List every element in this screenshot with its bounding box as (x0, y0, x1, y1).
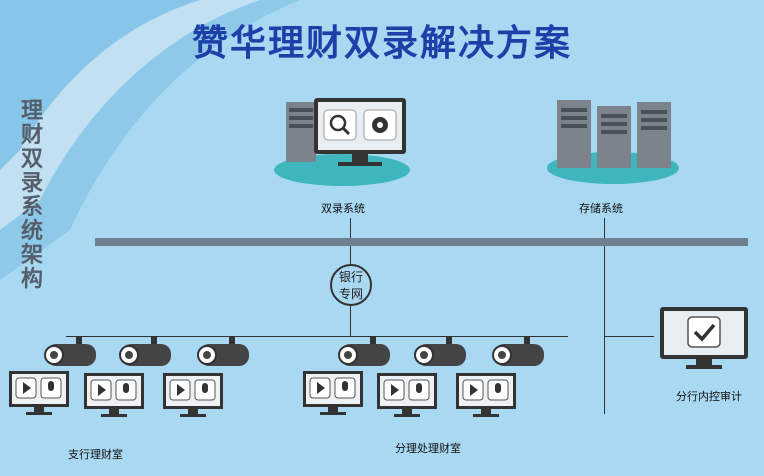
bank-network-label: 银行专网 (338, 270, 363, 301)
monitor-icon (163, 373, 223, 417)
camera-icon (119, 336, 171, 366)
camera-icon (338, 336, 390, 366)
branch-bus (66, 336, 568, 337)
storage-system-icon (547, 100, 679, 184)
record-system-label: 双录系统 (321, 202, 365, 215)
network-bus (95, 238, 748, 246)
monitor-icon (377, 373, 437, 417)
sub-branch-label: 支行理财室 (68, 448, 123, 461)
monitor-icon (84, 373, 144, 417)
record-system-icon (274, 98, 410, 186)
link-bus-audit (604, 246, 605, 414)
side-title: 理财双录系统架构 (20, 99, 43, 292)
audit-monitor-icon (660, 307, 748, 369)
monitor-icon (303, 371, 363, 415)
camera-icon (197, 336, 249, 366)
monitor-icon (456, 373, 516, 417)
page-title: 赞华理财双录解决方案 (191, 23, 572, 64)
bank-network-node: 银行专网 (330, 264, 372, 306)
camera-icon (414, 336, 466, 366)
branch-label: 分理处理财室 (395, 442, 461, 455)
camera-icon (492, 336, 544, 366)
monitor-icon (9, 371, 69, 415)
link-record-bus (350, 218, 351, 238)
camera-icon (44, 336, 96, 366)
link-audit (604, 336, 654, 337)
audit-label: 分行内控审计 (676, 390, 742, 403)
storage-system-label: 存储系统 (579, 202, 623, 215)
link-storage-bus (604, 218, 605, 238)
